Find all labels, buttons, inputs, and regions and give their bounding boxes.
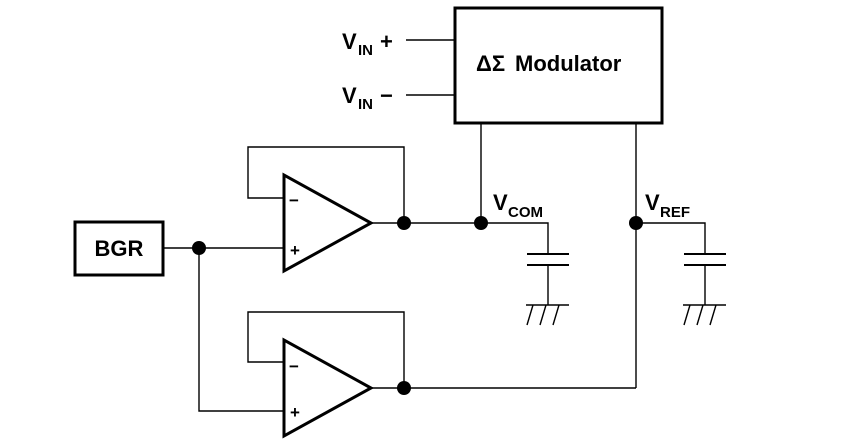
bottom-opamp: − + bbox=[247, 311, 405, 439]
top-opamp-plus: + bbox=[290, 241, 300, 260]
svg-text:V: V bbox=[342, 29, 357, 54]
top-opamp: − + bbox=[247, 146, 405, 274]
top-opamp-output-dot bbox=[397, 216, 411, 230]
modulator-label: Modulator bbox=[515, 51, 622, 76]
bgr-branch-wire bbox=[198, 248, 284, 412]
bottom-opamp-minus: − bbox=[289, 357, 299, 376]
vcom-junction-dot bbox=[474, 216, 488, 230]
svg-text:IN: IN bbox=[358, 96, 373, 113]
svg-text:V: V bbox=[645, 190, 660, 215]
vref-capacitor bbox=[636, 222, 726, 305]
modulator-delta-sigma: ΔΣ bbox=[476, 51, 505, 76]
modulator-block: ΔΣ Modulator bbox=[453, 6, 664, 125]
bgr-junction-dot bbox=[192, 241, 206, 255]
svg-text:REF: REF bbox=[660, 204, 690, 221]
svg-text:V: V bbox=[342, 83, 357, 108]
vcom-capacitor bbox=[520, 222, 569, 305]
svg-text:+: + bbox=[380, 29, 393, 54]
bgr-block: BGR bbox=[73, 220, 165, 277]
bottom-opamp-output-dot bbox=[397, 381, 411, 395]
svg-text:IN: IN bbox=[358, 42, 373, 59]
svg-text:COM: COM bbox=[508, 204, 543, 221]
vcom-label: V COM bbox=[493, 190, 543, 221]
svg-text:V: V bbox=[493, 190, 508, 215]
vcom-ground-icon bbox=[526, 304, 569, 326]
top-opamp-minus: − bbox=[289, 191, 299, 210]
svg-text:−: − bbox=[380, 83, 393, 108]
vin-minus-label: V IN − bbox=[342, 83, 393, 113]
vref-label: V REF bbox=[645, 190, 690, 221]
vref-ground-icon bbox=[683, 304, 726, 326]
bgr-label: BGR bbox=[95, 236, 144, 261]
bottom-opamp-plus: + bbox=[290, 403, 300, 422]
vin-plus-label: V IN + bbox=[342, 29, 393, 59]
